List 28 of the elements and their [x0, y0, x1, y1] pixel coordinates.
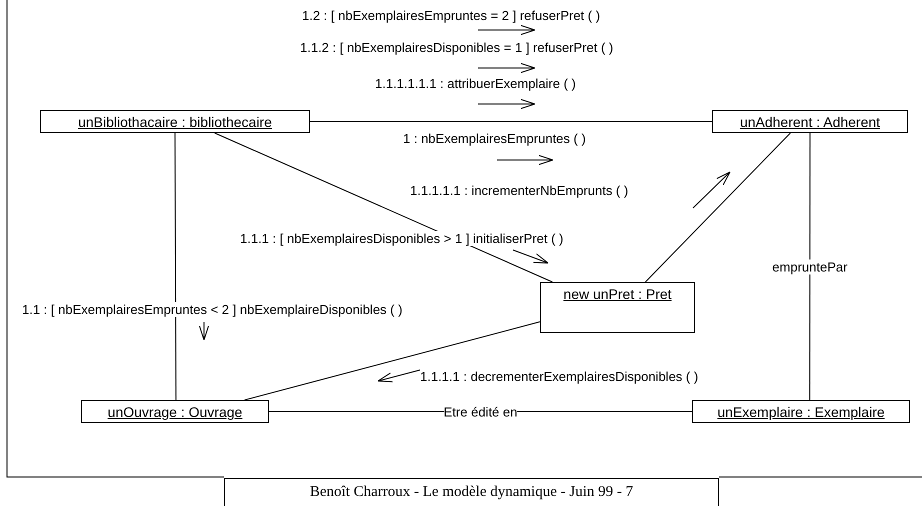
- message-label: 1.2 : [ nbExemplairesEmpruntes = 2 ] refuserPret ( ): [302, 8, 600, 23]
- association-line: [244, 321, 540, 400]
- association-line: [174, 132, 176, 400]
- object-box: [692, 400, 910, 423]
- object-name: new unPret : Pret: [563, 286, 672, 302]
- object-box: [81, 400, 269, 423]
- message-label: 1.1.1.1 : decrementerExemplairesDisponibles ( ): [420, 369, 698, 384]
- association-line: [809, 132, 810, 400]
- object-name: unOuvrage : Ouvrage: [108, 404, 242, 420]
- edge-label: empruntePar: [772, 259, 848, 274]
- object-name: unExemplaire : Exemplaire: [717, 404, 885, 420]
- message-label: 1.1.1 : [ nbExemplairesDisponibles > 1 ] initialiserPret ( ): [240, 231, 564, 246]
- message-label: 1.1.1.1.1.1 : attribuerExemplaire ( ): [375, 76, 576, 91]
- message-label: 1.1.1.1.1 : incrementerNbEmprunts ( ): [410, 183, 628, 198]
- object-name: unBibliothacaire : bibliothecaire: [78, 114, 272, 130]
- message-label: 1 : nbExemplairesEmpruntes ( ): [403, 131, 586, 146]
- message-label: 1.1.2 : [ nbExemplairesDisponibles = 1 ] refuserPret ( ): [300, 40, 614, 55]
- edge-label: Etre édité en: [444, 404, 518, 419]
- object-box: [540, 282, 695, 333]
- object-box: [712, 110, 908, 133]
- association-line: [644, 132, 791, 282]
- association-line: [310, 121, 712, 122]
- footer-box: [224, 478, 719, 506]
- association-line: [214, 132, 553, 282]
- object-name: unAdherent : Adherent: [740, 114, 880, 130]
- message-label: 1.1 : [ nbExemplairesEmpruntes < 2 ] nbExemplaireDisponibles ( ): [22, 302, 402, 317]
- footer-text: Benoît Charroux - Le modèle dynamique - Juin 99 - 7: [310, 483, 634, 501]
- object-box: [40, 110, 310, 133]
